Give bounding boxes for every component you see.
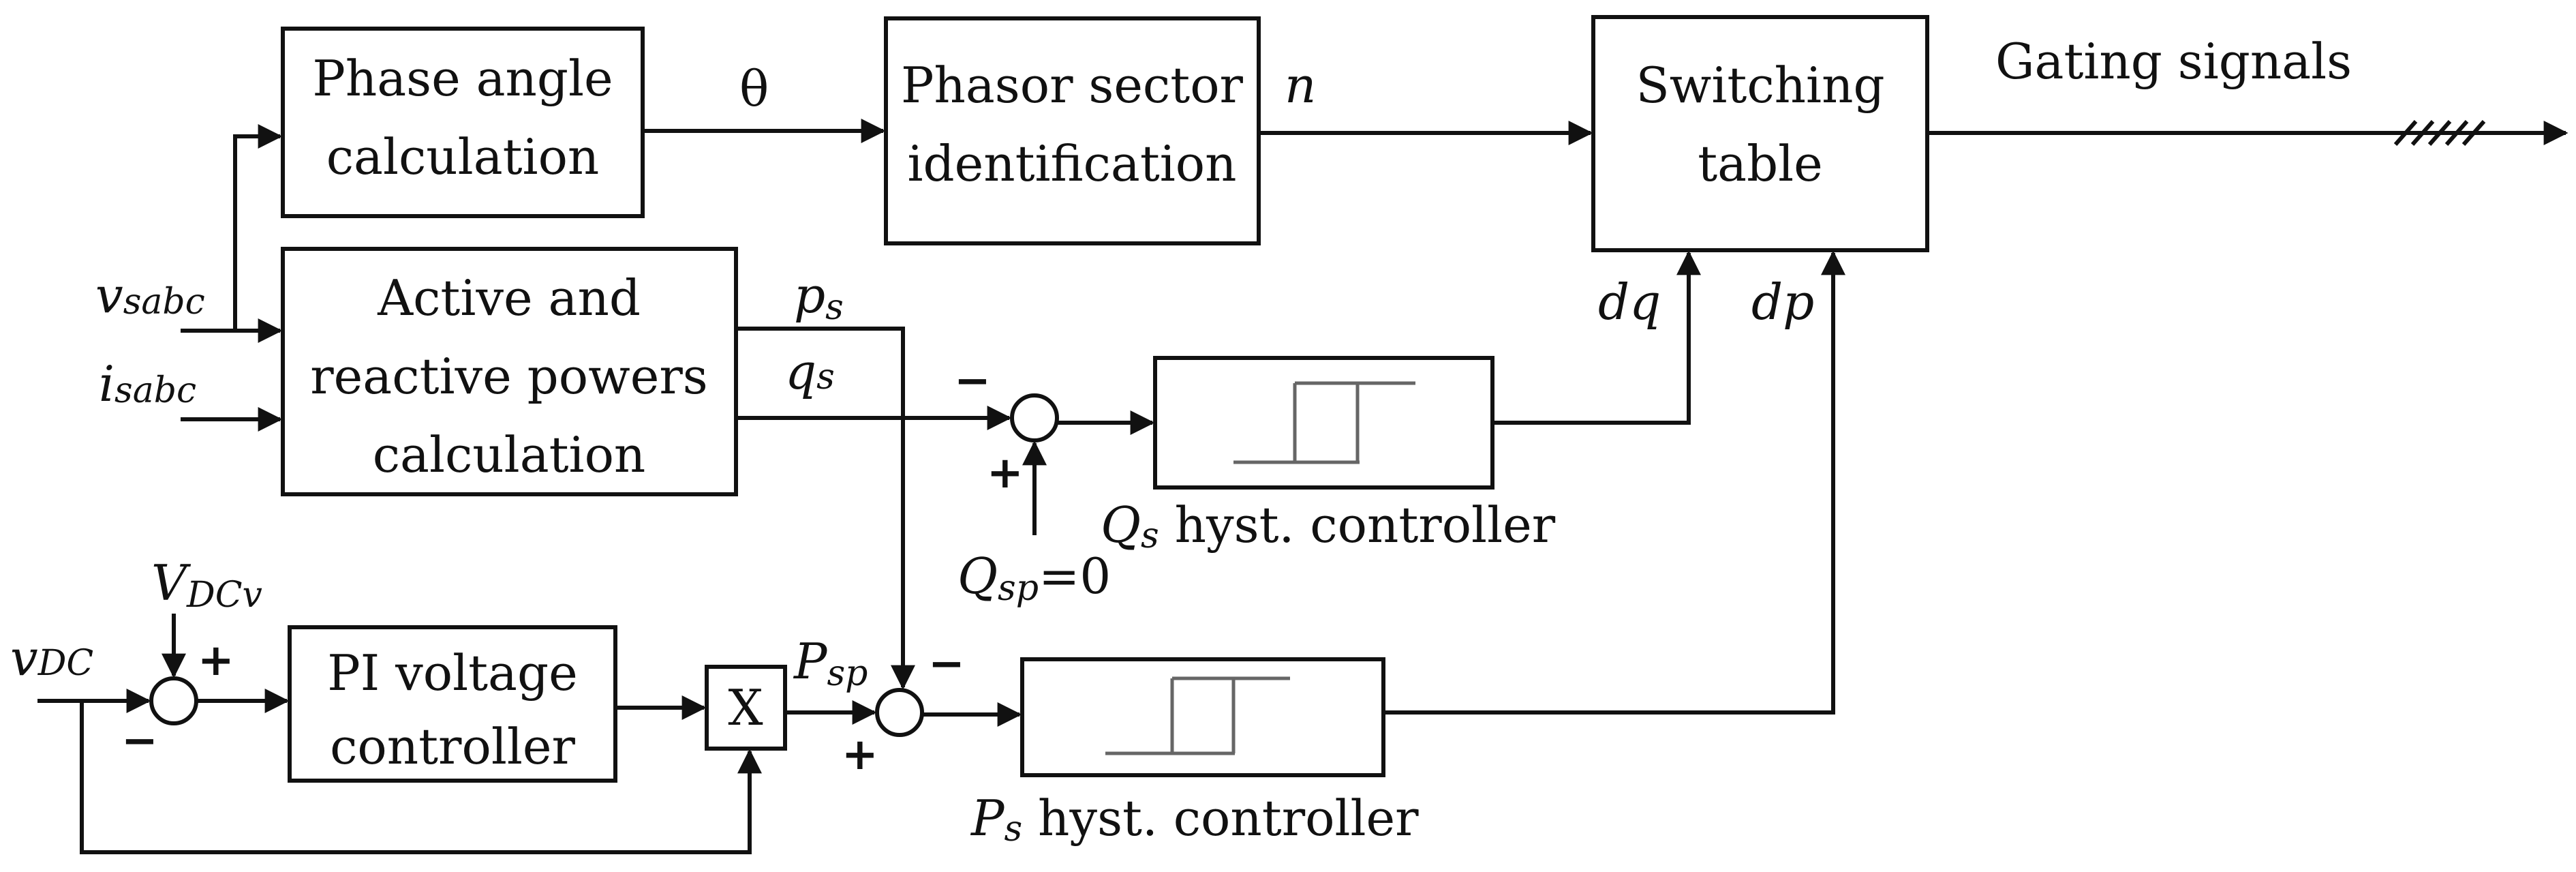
ps-minus-sign: − bbox=[928, 639, 965, 689]
vdc-label: vDC bbox=[10, 629, 93, 687]
power-calculation-block: Active and reactive powers calculation bbox=[281, 247, 738, 496]
ps-hysteresis-controller bbox=[1020, 657, 1385, 777]
dq-label: dq bbox=[1598, 273, 1661, 331]
ps-label: ps bbox=[794, 267, 844, 328]
bus-slash-marks bbox=[2393, 120, 2486, 146]
qs-controller-caption: Qs hyst. controller bbox=[1101, 496, 1556, 556]
vdc-feedback-arrow bbox=[80, 701, 762, 854]
phasor-sector-identification-block: Phasor sector identification bbox=[884, 16, 1261, 245]
theta-label: θ bbox=[739, 60, 769, 117]
dp-label: dp bbox=[1751, 273, 1814, 331]
vsabc-label: vsabc bbox=[95, 267, 205, 324]
vsabc-to-phase-arrow bbox=[233, 124, 283, 331]
n-label: n bbox=[1285, 57, 1316, 114]
qs-minus-sign: − bbox=[954, 356, 991, 406]
phasor-sector-label-line1: Phasor sector bbox=[901, 57, 1244, 114]
vdcv-plus-sign: + bbox=[198, 635, 234, 686]
pi-controller-label-line1: PI voltage bbox=[327, 644, 577, 702]
hysteresis-curve-icon bbox=[1105, 676, 1290, 755]
phase-angle-label-line1: Phase angle bbox=[312, 50, 613, 107]
pi-controller-label-line2: controller bbox=[330, 718, 575, 775]
ps-signal-arrow bbox=[736, 327, 915, 690]
ps-controller-caption: Ps hyst. controller bbox=[970, 790, 1419, 850]
hysteresis-curve-icon bbox=[1233, 381, 1415, 464]
qs-hysteresis-controller bbox=[1153, 356, 1494, 490]
dp-arrow bbox=[1383, 250, 1845, 715]
vdc-summing-junction bbox=[149, 676, 198, 725]
pi-voltage-controller-block: PI voltage controller bbox=[288, 625, 617, 783]
phase-angle-label-line2: calculation bbox=[326, 128, 600, 185]
qs-label: qs bbox=[785, 343, 835, 400]
vdc-minus-sign: − bbox=[121, 716, 158, 766]
power-calc-label-line1: Active and bbox=[377, 269, 641, 327]
psp-plus-sign: + bbox=[842, 730, 878, 780]
multiplier-label: X bbox=[728, 679, 763, 736]
qs-summing-junction bbox=[1010, 393, 1059, 442]
gating-signals-label: Gating signals bbox=[1995, 33, 2352, 90]
switching-table-label-line1: Switching bbox=[1636, 57, 1884, 114]
qsp-label: Qsp=0 bbox=[957, 547, 1111, 609]
ps-summing-junction bbox=[875, 688, 924, 737]
switching-table-label-line2: table bbox=[1698, 135, 1823, 192]
psp-label: Psp bbox=[793, 633, 868, 694]
vdcv-label: VDCv bbox=[151, 554, 262, 616]
phasor-sector-label-line2: identification bbox=[907, 135, 1236, 192]
dq-arrow bbox=[1492, 250, 1701, 425]
qsp-plus-sign: + bbox=[987, 448, 1024, 498]
power-calc-label-line3: calculation bbox=[373, 426, 646, 483]
switching-table-block: Switching table bbox=[1591, 15, 1929, 252]
phase-angle-calculation-block: Phase angle calculation bbox=[281, 27, 645, 218]
multiplier-block: X bbox=[705, 665, 787, 751]
isabc-label: isabc bbox=[99, 355, 196, 412]
power-calc-label-line2: reactive powers bbox=[310, 348, 707, 405]
